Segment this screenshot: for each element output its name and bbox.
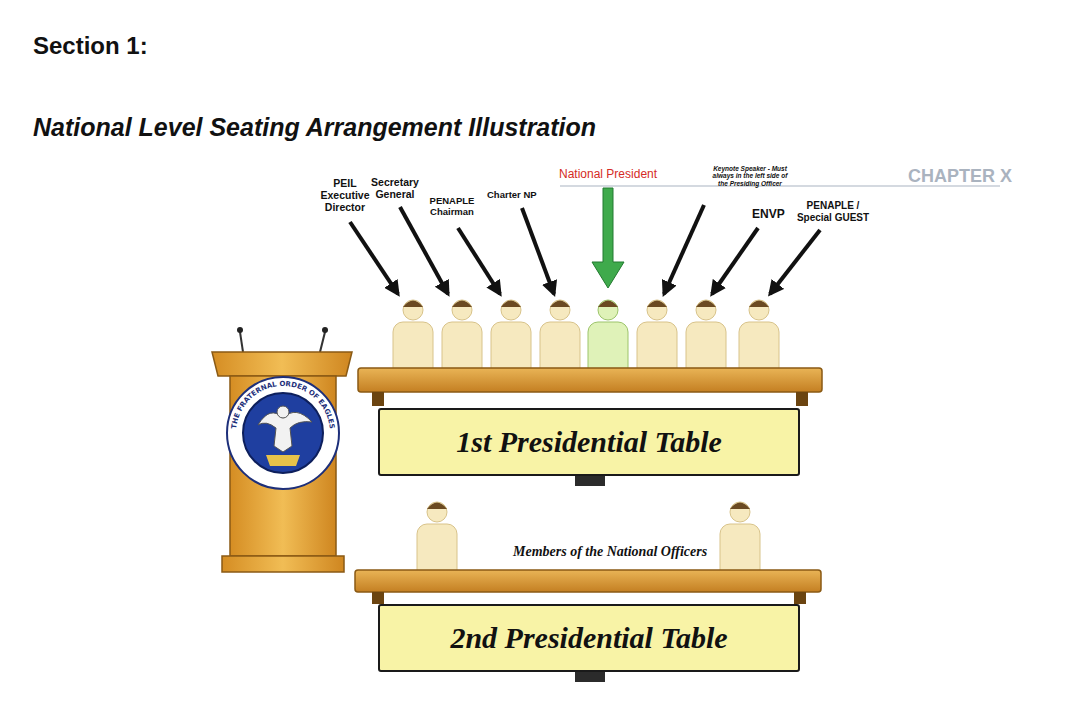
seat-label: PENAPLE Chairman [423,196,481,218]
seat-label: Secretary General [364,176,426,200]
figure-head [501,300,521,320]
second-table [355,570,821,682]
table-name: 2nd Presidential Table [450,621,727,655]
podium [212,327,352,572]
seat-label: PENAPLE / Special GUEST [791,200,875,223]
seat-label: PEIL Executive Director [313,177,377,213]
watermark: CHAPTER X [908,166,1012,187]
leader-arrows [350,205,820,294]
figure-hair [501,301,521,308]
figure-hair [730,503,750,510]
figure-hair [598,301,618,308]
figure-head [696,300,716,320]
figure-head [749,300,769,320]
table-name: 1st Presidential Table [456,425,722,459]
figure-hair [647,301,667,308]
figure-head [403,300,423,320]
figure-head [452,300,472,320]
seal-text: THE FRATERNAL ORDER OF EAGLES [230,380,336,429]
row-label: Members of the National Officers [513,544,707,560]
figure-hair [403,301,423,308]
subtitle: National Level Seating Arrangement Illus… [33,113,596,142]
figure-head [647,300,667,320]
figure-hair [550,301,570,308]
figure-hair [427,503,447,510]
figure-hair [696,301,716,308]
seat-note: Keynote Speaker - Must always in the lef… [708,165,792,187]
seat-label: National President [559,168,657,182]
seat-label: ENVP [752,208,785,222]
table-plate: 1st Presidential Table [378,408,800,476]
figure-head [550,300,570,320]
table-plate: 2nd Presidential Table [378,604,800,672]
section-title: Section 1: [33,32,148,60]
seat-label: Charter NP [487,190,537,201]
figure-head [427,502,447,522]
figure-hair [452,301,472,308]
figure-head [598,300,618,320]
figure-head [730,502,750,522]
first-table [358,368,822,486]
president-arrow [592,188,624,288]
figure-hair [749,301,769,308]
